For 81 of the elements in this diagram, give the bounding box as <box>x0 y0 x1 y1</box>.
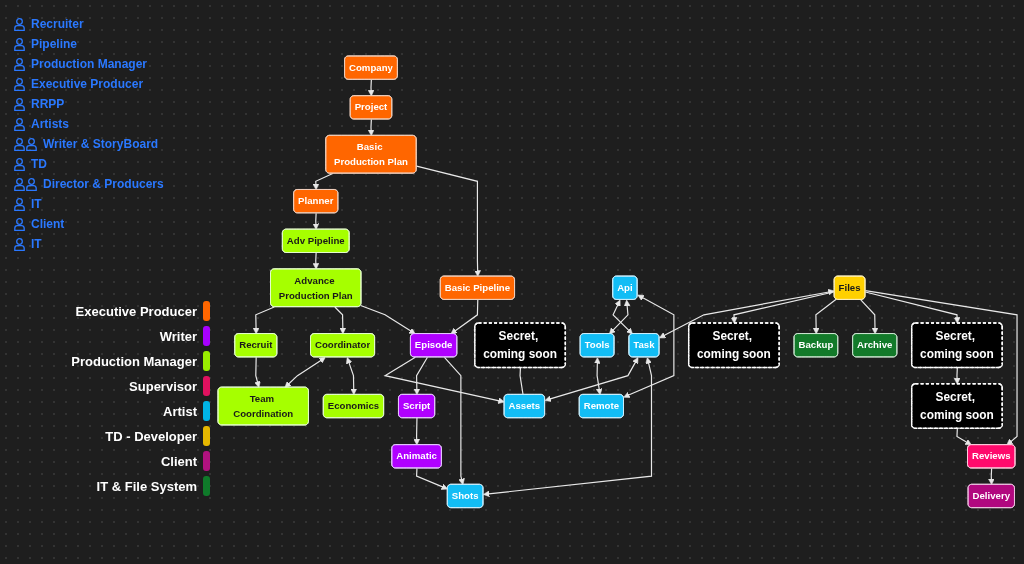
legend-label: TD - Developer <box>105 428 197 444</box>
process-box: Adv Pipeline <box>282 228 350 254</box>
connector <box>519 367 524 396</box>
arrow <box>953 367 961 385</box>
role-label: Pipeline <box>31 37 77 51</box>
role-label: Executive Producer <box>31 77 144 91</box>
arrow <box>367 118 375 137</box>
role-label: Production Manager <box>31 57 147 71</box>
process-box: Planner <box>293 189 339 214</box>
process-box: Secret, coming soon <box>910 383 1003 430</box>
arrow <box>367 79 375 97</box>
arrow <box>544 357 639 403</box>
process-box: Secret, coming soon <box>687 322 780 369</box>
process-box: Secret, coming soon <box>474 322 567 369</box>
legend-label: Artist <box>163 403 197 419</box>
arrow <box>254 356 261 388</box>
role-label: RRPP <box>31 97 65 111</box>
arrow <box>623 294 675 399</box>
process-box: Advance Production Plan <box>270 268 362 308</box>
arrow <box>416 165 481 277</box>
arrow <box>860 299 879 335</box>
legend-label: Client <box>160 453 197 469</box>
process-box: Recruit <box>234 333 278 358</box>
role-label: Director & Producers <box>43 177 164 191</box>
arrow <box>730 291 836 324</box>
arrow <box>443 356 465 486</box>
arrow <box>483 357 653 498</box>
arrow <box>334 306 347 335</box>
role-label: Writer & StoryBoard <box>43 137 159 151</box>
role-label: IT <box>31 237 42 251</box>
legend-label: Executive Producer <box>75 303 197 319</box>
arrow <box>312 252 320 270</box>
process-box: Coordinator <box>310 333 375 358</box>
process-box: Team Coordination <box>217 386 309 426</box>
role-label: Artists <box>31 117 69 131</box>
process-box: Api <box>612 275 638 300</box>
arrow <box>346 357 357 396</box>
process-box: Animatic <box>391 444 442 469</box>
process-box: Shots <box>446 484 484 509</box>
arrow <box>415 467 448 490</box>
arrow <box>312 212 320 230</box>
arrow <box>413 356 429 396</box>
process-box: Task <box>628 333 660 358</box>
legend-label: Production Manager <box>71 353 197 369</box>
arrow <box>252 306 275 335</box>
arrow <box>413 417 420 446</box>
arrow <box>864 290 1018 446</box>
process-box: Remote <box>578 394 624 419</box>
legend-label: IT & File System <box>96 478 197 494</box>
process-box: Project <box>349 95 393 120</box>
arrow <box>312 173 334 191</box>
role-label: IT <box>31 197 42 211</box>
arrow <box>864 291 961 324</box>
process-box: Backup <box>793 333 839 358</box>
arrow <box>450 299 479 335</box>
arrow <box>383 356 505 405</box>
role-label: TD <box>31 157 47 171</box>
arrow <box>988 467 995 486</box>
arrow <box>659 289 835 339</box>
process-box: Basic Production Plan <box>325 135 417 174</box>
arrow <box>284 357 326 388</box>
arrow <box>812 298 837 335</box>
process-box: Tools <box>579 333 615 358</box>
process-box: Script <box>398 394 436 419</box>
process-box: Basic Pipeline <box>439 275 515 300</box>
process-box: Assets <box>503 394 545 419</box>
process-box: Reviews <box>967 444 1016 469</box>
process-box: Economics <box>322 394 384 419</box>
process-box: Archive <box>852 333 898 358</box>
role-label: Recruiter <box>31 17 84 31</box>
process-box: Company <box>344 55 398 80</box>
process-box: Episode <box>410 333 458 358</box>
legend-label: Supervisor <box>129 378 197 394</box>
process-box: Files <box>833 275 866 300</box>
arrow <box>594 357 603 396</box>
process-box: Delivery <box>967 484 1015 509</box>
role-label: Client <box>31 217 65 231</box>
arrow <box>956 428 972 446</box>
arrow <box>360 305 416 335</box>
legend-label: Writer <box>159 328 197 344</box>
process-box: Secret, coming soon <box>910 322 1003 369</box>
